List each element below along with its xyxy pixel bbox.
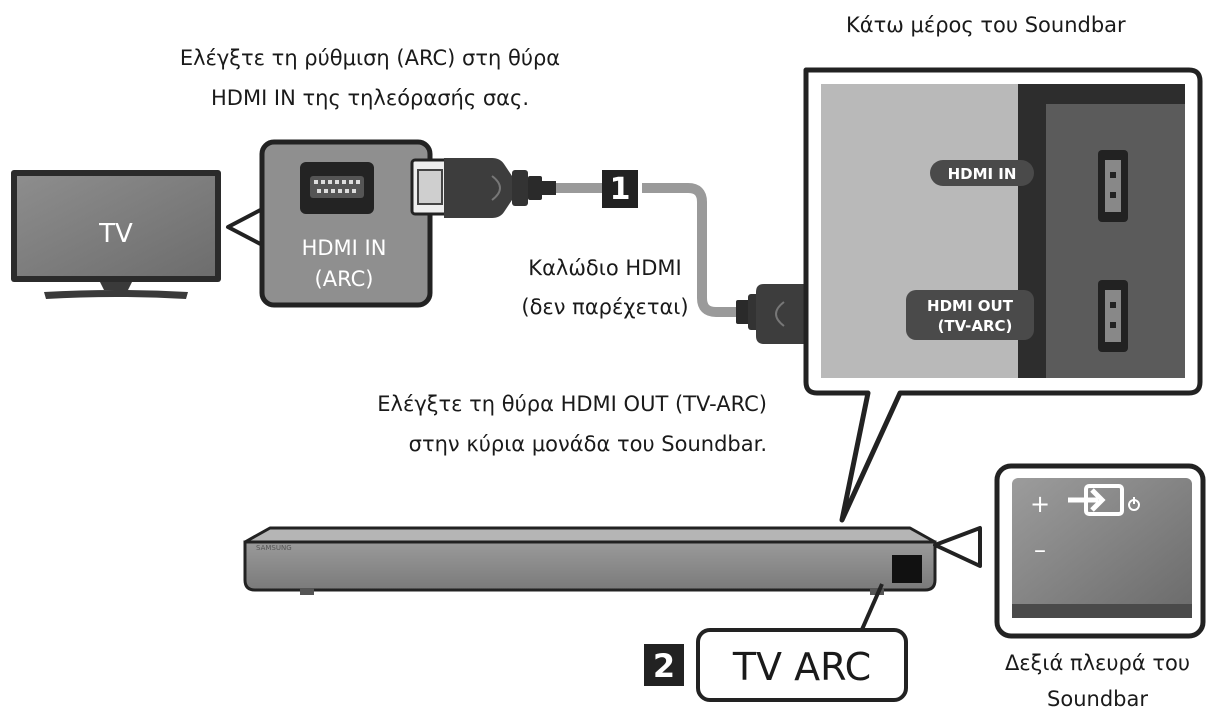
instruction-tv-line2: HDMI IN της τηλεόρασής σας. xyxy=(210,86,529,110)
step-2-badge: 2 xyxy=(644,644,684,686)
soundbar-unit: SAMSUNG xyxy=(243,526,937,595)
cable-caption: Καλώδιο HDMI (δεν παρέχεται) xyxy=(490,255,720,320)
instruction-soundbar-line2: στην κύρια μονάδα του Soundbar. xyxy=(408,432,767,456)
tv-port-label-line2: (ARC) xyxy=(315,267,374,291)
step-1-number: 1 xyxy=(610,172,631,207)
side-panel-caption: Δεξιά πλευρά του Soundbar xyxy=(980,650,1215,712)
step-2-number: 2 xyxy=(653,647,675,685)
cable-caption-line1: Καλώδιο HDMI xyxy=(528,256,682,280)
tv-arc-label: TV ARC xyxy=(732,645,871,689)
instruction-soundbar: Ελέγξτε τη θύρα HDMI OUT (TV-ARC) στην κ… xyxy=(290,391,767,457)
step-1-badge: 1 xyxy=(602,170,638,208)
volume-down-icon: – xyxy=(1034,536,1046,564)
instruction-tv: Ελέγξτε τη ρύθμιση (ARC) στη θύρα HDMI I… xyxy=(150,45,590,111)
hdmi-in-tag xyxy=(930,160,1034,186)
tv-illustration: TV xyxy=(11,170,221,299)
hdmi-cable xyxy=(410,158,886,344)
side-panel-caption-line2: Soundbar xyxy=(1047,687,1148,711)
hdmi-out-tag-line2: (TV-ARC) xyxy=(938,317,1013,335)
soundbar-bottom-panel: HDMI IN HDMI OUT (TV-ARC) xyxy=(803,67,1203,523)
power-icon xyxy=(1128,497,1140,511)
soundbar-side-marker xyxy=(892,555,922,583)
soundbar-brand: SAMSUNG xyxy=(256,544,292,552)
cable-caption-line2: (δεν παρέχεται) xyxy=(521,295,689,319)
volume-up-icon: + xyxy=(1030,490,1050,518)
side-panel: + – xyxy=(994,463,1206,639)
soundbar-bottom-title: Κάτω μέρος του Soundbar xyxy=(846,13,1126,37)
instruction-soundbar-line1: Ελέγξτε τη θύρα HDMI OUT (TV-ARC) xyxy=(377,392,767,416)
instruction-tv-line1: Ελέγξτε τη ρύθμιση (ARC) στη θύρα xyxy=(179,46,561,70)
tv-port-label-line1: HDMI IN xyxy=(302,236,387,260)
tv-label: TV xyxy=(98,219,133,249)
tv-port-panel: HDMI IN (ARC) xyxy=(259,139,433,308)
source-input-icon xyxy=(1068,484,1124,516)
hdmi-out-tag-line1: HDMI OUT xyxy=(927,297,1014,315)
hdmi-out-tag xyxy=(906,290,1034,340)
tv-arc-box: TV ARC xyxy=(696,628,908,702)
hdmi-in-tag-label: HDMI IN xyxy=(948,165,1017,183)
hdmi-plug-tv-side xyxy=(410,158,556,218)
side-panel-caption-line1: Δεξιά πλευρά του xyxy=(1004,651,1191,675)
